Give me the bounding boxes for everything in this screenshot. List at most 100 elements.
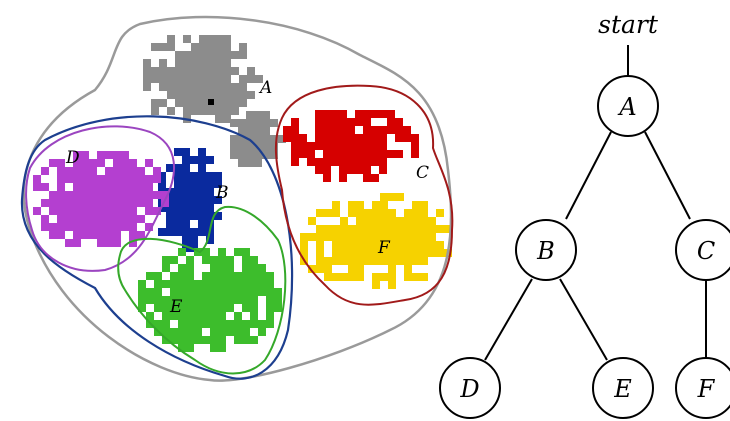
region-e-pixel [234, 248, 242, 256]
region-b-pixel [198, 148, 206, 156]
region-b-pixel [182, 196, 190, 204]
region-e-pixel [266, 312, 274, 320]
region-d-pixel [113, 199, 121, 207]
region-a-pixel [231, 83, 239, 91]
region-f-pixel [388, 217, 396, 225]
region-d-pixel [137, 191, 145, 199]
region-e-pixel [186, 288, 194, 296]
region-e-pixel [186, 264, 194, 272]
region-b-pixel [198, 164, 206, 172]
region-f-pixel [348, 257, 356, 265]
region-a-pixel [143, 59, 151, 67]
region-e-pixel [154, 320, 162, 328]
region-c-pixel [395, 134, 403, 142]
region-d-pixel [33, 183, 41, 191]
region-d-pixel [113, 215, 121, 223]
region-e-pixel [202, 280, 210, 288]
region-e-pixel [194, 328, 202, 336]
region-e-pixel [186, 272, 194, 280]
region-e-pixel [218, 304, 226, 312]
region-f-pixel [332, 241, 340, 249]
region-c-pixel [307, 150, 315, 158]
region-f-pixel [404, 249, 412, 257]
region-e-pixel [162, 256, 170, 264]
region-a-pixel [191, 51, 199, 59]
region-a-pixel [270, 119, 278, 127]
region-a-pixel [215, 51, 223, 59]
region-d-pixel [137, 183, 145, 191]
region-c-pixel [355, 142, 363, 150]
region-c-pixel [379, 158, 387, 166]
region-a-pixel [255, 75, 263, 83]
region-b-pixel [198, 188, 206, 196]
region-a-pixel [175, 91, 183, 99]
region-d-pixel [89, 231, 97, 239]
region-e-pixel [170, 288, 178, 296]
region-e-pixel [170, 280, 178, 288]
region-c-pixel [363, 174, 371, 182]
region-b-pixel [182, 228, 190, 236]
tree-node-a: A [597, 75, 659, 137]
region-d-pixel [65, 199, 73, 207]
region-d-pixel [129, 167, 137, 175]
region-e-pixel [186, 256, 194, 264]
region-d-pixel [129, 183, 137, 191]
region-c-pixel [347, 118, 355, 126]
region-a-pixel [167, 107, 175, 115]
region-f-pixel [372, 281, 380, 289]
region-a-pixel [183, 59, 191, 67]
region-f-pixel [332, 209, 340, 217]
region-d-pixel [73, 231, 81, 239]
region-d-pixel [89, 167, 97, 175]
region-d-pixel [73, 191, 81, 199]
region-b-pixel [198, 156, 206, 164]
region-d-pixel [105, 175, 113, 183]
region-f-pixel [420, 209, 428, 217]
region-d-pixel [153, 167, 161, 175]
region-c-pixel [363, 158, 371, 166]
region-map: A B C D E F [20, 15, 454, 382]
region-f-pixel [364, 209, 372, 217]
region-f-pixel [324, 209, 332, 217]
region-c-pixel [355, 118, 363, 126]
region-d-pixel [129, 175, 137, 183]
region-e-pixel [138, 304, 146, 312]
region-e-pixel [218, 296, 226, 304]
region-f-pixel [372, 249, 380, 257]
region-a-pixel [167, 91, 175, 99]
region-c-pixel [331, 150, 339, 158]
region-c-pixel [355, 166, 363, 174]
region-d-pixel [121, 223, 129, 231]
region-c-pixel [355, 110, 363, 118]
region-d-pixel [113, 183, 121, 191]
region-e-pixel [250, 320, 258, 328]
region-a-pixel [238, 143, 246, 151]
region-e-pixel [194, 304, 202, 312]
region-c-pixel [403, 134, 411, 142]
region-a-pixel [167, 83, 175, 91]
region-e-pixel [178, 344, 186, 352]
region-c-pixel [339, 142, 347, 150]
region-f-pixel [380, 249, 388, 257]
region-blobs [33, 35, 452, 352]
region-d-pixel [113, 231, 121, 239]
region-f-pixel [364, 241, 372, 249]
region-d-pixel [57, 199, 65, 207]
region-c-pixel [339, 118, 347, 126]
region-a-pixel [191, 91, 199, 99]
region-a-pixel [175, 83, 183, 91]
region-e-pixel [274, 296, 282, 304]
region-e-pixel [242, 280, 250, 288]
region-a-pixel [215, 59, 223, 67]
region-c-pixel [347, 134, 355, 142]
region-e-pixel [202, 248, 210, 256]
region-b-pixel [198, 228, 206, 236]
region-d-pixel [105, 215, 113, 223]
region-d-pixel [73, 239, 81, 247]
region-f-pixel [428, 233, 436, 241]
region-f-pixel [444, 225, 452, 233]
region-b-pixel [182, 180, 190, 188]
region-c-pixel [347, 142, 355, 150]
region-e-pixel [266, 304, 274, 312]
region-e-pixel [226, 280, 234, 288]
